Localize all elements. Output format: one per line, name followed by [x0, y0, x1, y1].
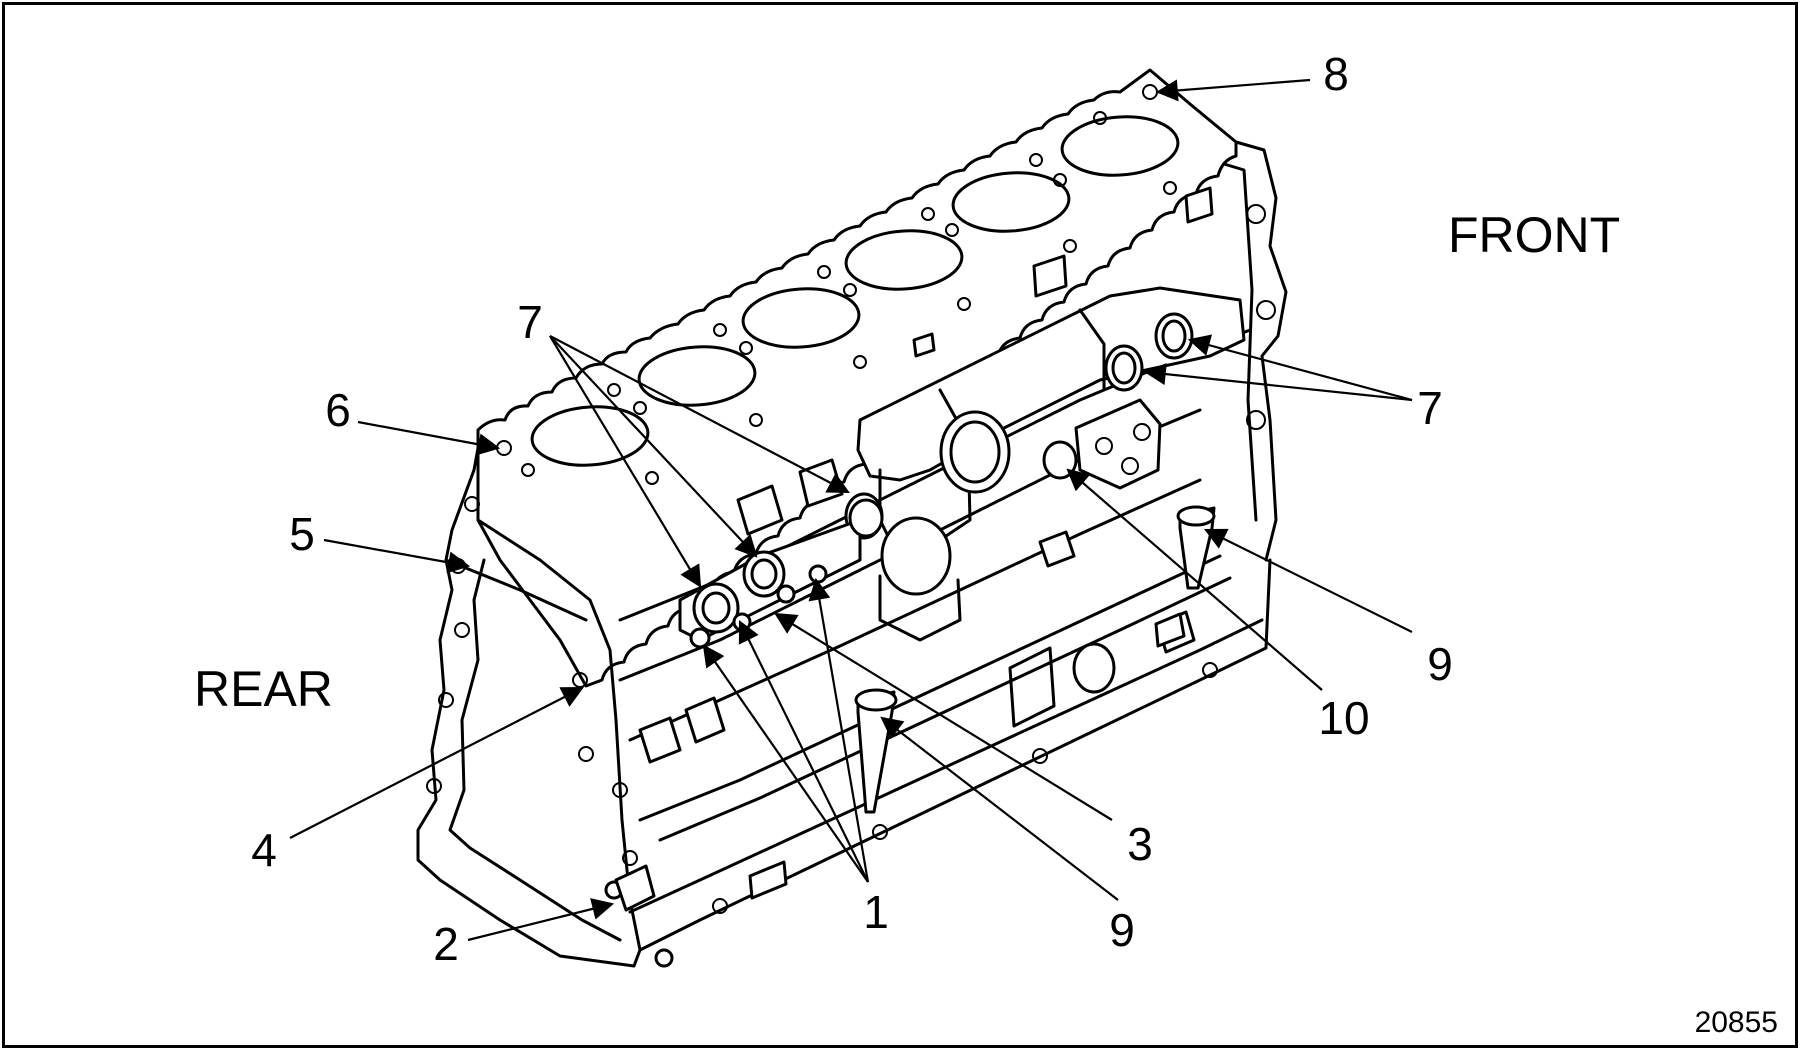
callout-9-right: 9 [1427, 638, 1453, 690]
leader-7a [549, 335, 702, 588]
callout-3: 3 [1127, 818, 1153, 870]
leader-6 [357, 420, 501, 456]
leader-2 [467, 898, 615, 942]
leader-lines [289, 78, 1413, 942]
leader-9-lower [880, 716, 1119, 901]
callout-1: 1 [863, 886, 889, 938]
callout-numbers: 1 2 3 4 5 6 7 7 8 9 9 10 [251, 48, 1453, 970]
leader-5 [323, 538, 471, 574]
leader-1a [738, 620, 869, 883]
callout-10: 10 [1318, 692, 1369, 744]
front-label: FRONT [1448, 207, 1620, 263]
rear-flange [416, 446, 642, 968]
leader-1c [808, 577, 870, 883]
callout-5: 5 [289, 508, 315, 560]
front-end-face [1234, 140, 1288, 562]
callout-7-right: 7 [1417, 382, 1443, 434]
figure-number: 20855 [1695, 1006, 1778, 1039]
leader-7e [1143, 363, 1413, 402]
leader-7d [1187, 334, 1413, 402]
rear-label: REAR [194, 661, 333, 717]
callout-2: 2 [433, 918, 459, 970]
leader-7c [549, 335, 850, 494]
callout-4: 4 [251, 824, 277, 876]
callout-7-left: 7 [517, 296, 543, 348]
callout-6: 6 [325, 384, 351, 436]
leader-4 [289, 686, 584, 839]
pan-rail [638, 558, 1272, 952]
leader-10 [1066, 468, 1323, 691]
cylinder-bores [530, 115, 1180, 467]
leader-3 [774, 612, 1113, 821]
leader-9-right [1204, 528, 1413, 633]
callout-8: 8 [1323, 48, 1349, 100]
callout-9-lower: 9 [1109, 904, 1135, 956]
leader-8 [1155, 78, 1311, 102]
leader-7b [549, 335, 758, 558]
leader-1b [702, 644, 869, 883]
engine-block-drawing [416, 68, 1288, 968]
